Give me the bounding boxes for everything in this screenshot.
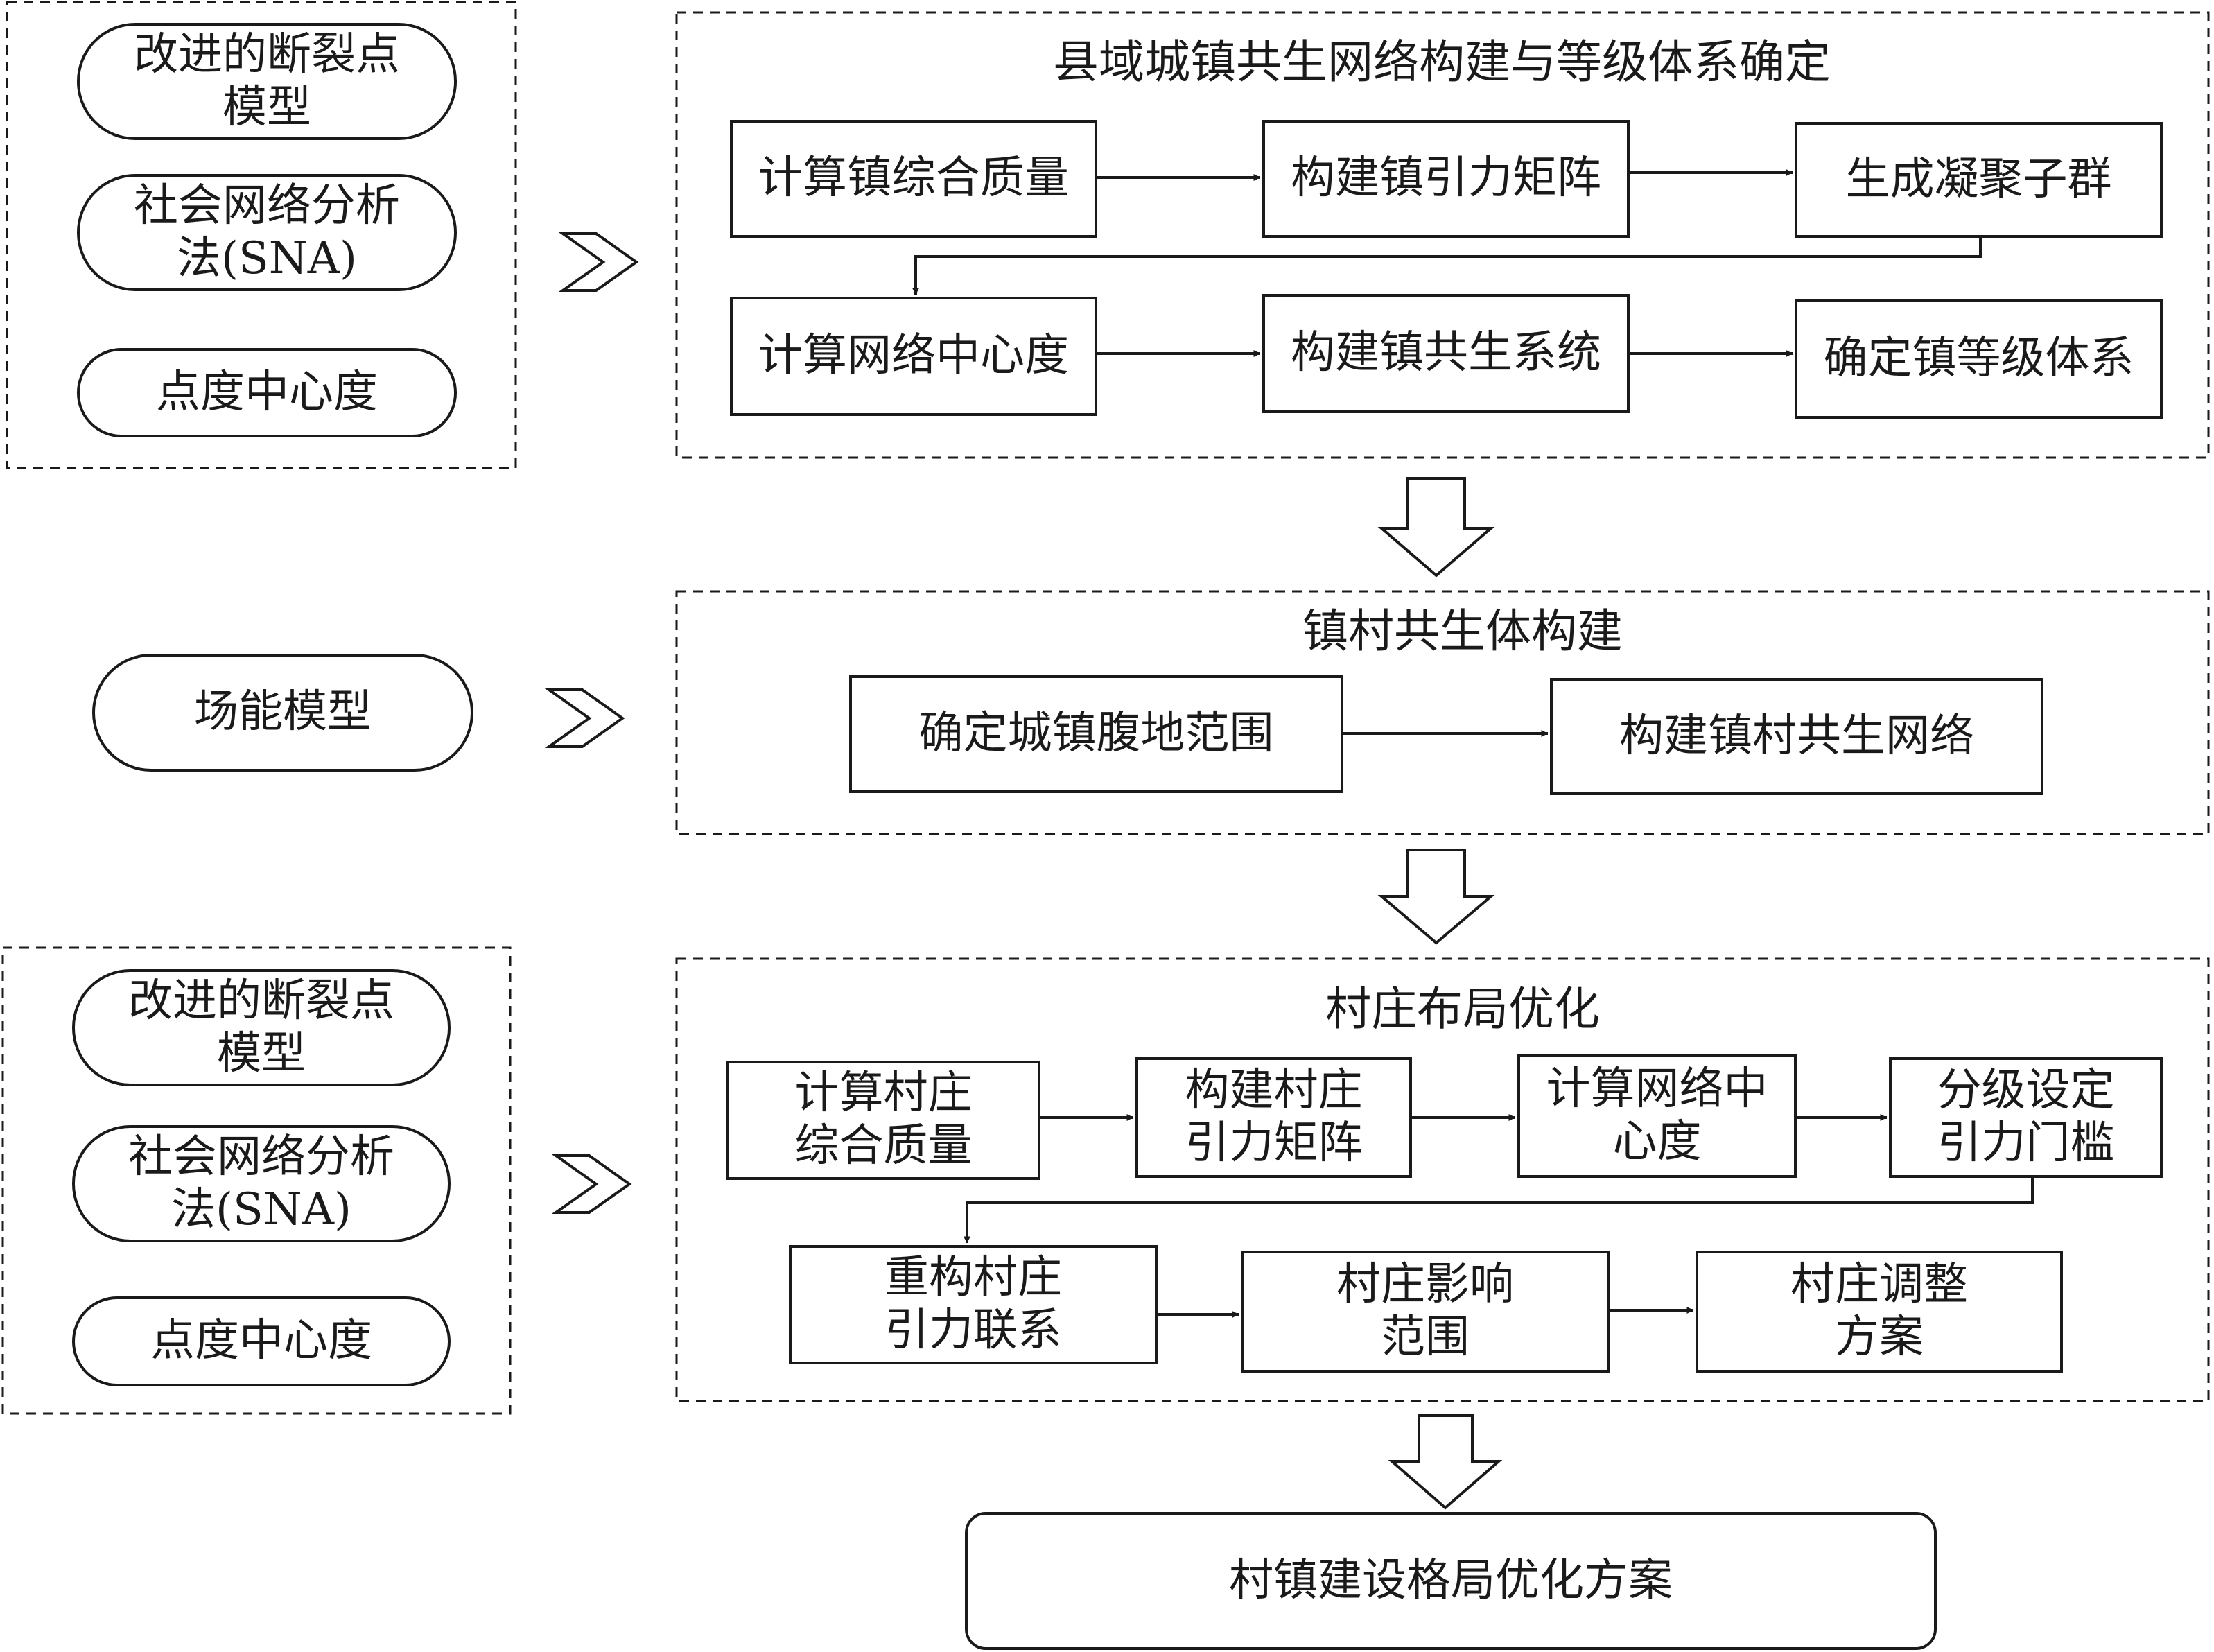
method-pill-field-energy — [92, 654, 473, 772]
stage1-step-box-2 — [1262, 120, 1630, 238]
method-label-degree-3: 点度中心度 — [150, 1315, 372, 1367]
stage1-step-box-5 — [1262, 294, 1630, 413]
method-pill-sna-1 — [77, 174, 457, 291]
stage3-step-box-2 — [1135, 1057, 1412, 1178]
stage1-step-4: 计算网络中心度 — [758, 330, 1069, 382]
stage1-step-box-3 — [1795, 122, 2163, 238]
stage3-step-box-1 — [726, 1061, 1040, 1180]
stage3-title: 村庄布局优化 — [1325, 982, 1600, 1036]
result-box — [965, 1512, 1937, 1650]
method-label-sna-1: 社会网络分析 法(SNA) — [134, 180, 400, 284]
stage1-frame — [675, 11, 2210, 459]
stage1-step-3: 生成凝聚子群 — [1845, 153, 2112, 205]
stage3-step-4: 分级设定 引力门槛 — [1937, 1065, 2115, 1169]
stage3-step-3: 计算网络中 心度 — [1546, 1063, 1768, 1167]
down-arrow-icon-2 — [1377, 849, 1495, 945]
stage3-frame — [675, 957, 2210, 1402]
chevron-right-icon-2 — [544, 688, 625, 748]
method-pill-breakpoint-1 — [77, 23, 457, 140]
down-arrow-icon-1 — [1377, 477, 1495, 577]
stage3-step-box-4 — [1889, 1057, 2163, 1178]
stage2-title: 镇村共生体构建 — [1302, 605, 1623, 659]
stage3-step-1: 计算村庄 综合质量 — [794, 1068, 973, 1172]
method-pill-degree-1 — [77, 348, 457, 437]
method-label-sna-3: 社会网络分析 法(SNA) — [128, 1131, 394, 1235]
stage3-step-box-3 — [1517, 1054, 1797, 1178]
down-arrow-icon-3 — [1388, 1414, 1503, 1510]
method-pill-breakpoint-3 — [72, 969, 451, 1086]
stage3-step-7: 村庄调整 方案 — [1790, 1259, 1968, 1363]
method-label-breakpoint-1: 改进的断裂点 模型 — [134, 28, 400, 133]
stage3-step-box-7 — [1696, 1251, 2063, 1373]
stage1-step-box-6 — [1795, 299, 2163, 419]
stage1-step-2: 构建镇引力矩阵 — [1291, 153, 1601, 205]
stage1-title: 县域城镇共生网络构建与等级体系确定 — [1053, 35, 1831, 89]
method-label-field-energy: 场能模型 — [194, 686, 372, 738]
stage3-step-box-5 — [789, 1245, 1158, 1364]
method-pill-sna-3 — [72, 1125, 451, 1242]
stage2-step-box-1 — [849, 675, 1343, 793]
method-label-degree-1: 点度中心度 — [156, 366, 378, 418]
method-group-1-frame — [6, 1, 517, 469]
stage1-step-6: 确定镇等级体系 — [1823, 333, 2134, 385]
stage3-step-2: 构建村庄 引力矩阵 — [1185, 1065, 1363, 1169]
arrow-s3-4-5 — [964, 1178, 2034, 1244]
stage1-step-box-4 — [730, 297, 1097, 416]
stage1-step-1: 计算镇综合质量 — [758, 153, 1069, 205]
result-label: 村镇建设格局优化方案 — [1229, 1554, 1673, 1606]
method-label-breakpoint-3: 改进的断裂点 模型 — [128, 975, 394, 1079]
stage2-frame — [675, 590, 2210, 835]
stage1-step-box-1 — [730, 120, 1097, 238]
stage2-step-box-2 — [1550, 678, 2043, 795]
chevron-right-icon-3 — [551, 1154, 632, 1214]
stage2-step-2: 构建镇村共生网络 — [1619, 710, 1974, 762]
stage1-step-5: 构建镇共生系统 — [1291, 327, 1601, 379]
arrow-s1-3-4 — [912, 238, 1982, 295]
stage2-step-1: 确定城镇腹地范围 — [918, 708, 1274, 760]
method-group-3-frame — [1, 946, 512, 1415]
stage3-step-5: 重构村庄 引力联系 — [884, 1252, 1062, 1356]
stage3-step-6: 村庄影响 范围 — [1336, 1259, 1514, 1363]
stage3-step-box-6 — [1241, 1251, 1610, 1373]
method-pill-degree-3 — [72, 1296, 451, 1386]
chevron-right-icon-1 — [558, 232, 639, 292]
